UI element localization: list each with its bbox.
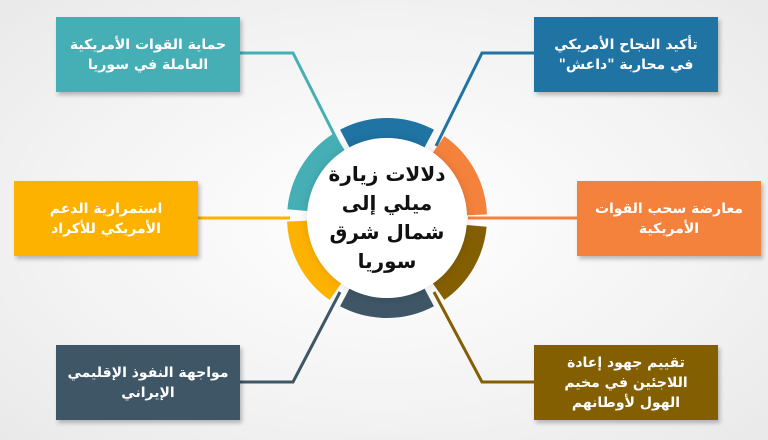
item-box-isis-success: تأكيد النجاح الأمريكي في محاربة "داعش": [534, 17, 718, 92]
ring-segment: [432, 224, 487, 300]
ring-segment: [340, 288, 434, 318]
center-title-text: دلالات زيارة ميلي إلى شمال شرق سوريا: [328, 162, 446, 273]
item-text: تقييم جهود إعادة اللاجئين في مخيم الهول …: [564, 354, 688, 411]
ring-segment: [340, 118, 434, 148]
ring-segment: [287, 133, 345, 212]
connector-line-teal: [240, 51, 342, 147]
item-box-refugee-return: تقييم جهود إعادة اللاجئين في مخيم الهول …: [534, 345, 718, 420]
connector-line-brown: [432, 291, 534, 384]
item-text: تأكيد النجاح الأمريكي في محاربة "داعش": [554, 36, 698, 73]
center-title: دلالات زيارة ميلي إلى شمال شرق سوريا: [307, 138, 467, 298]
item-text: مواجهة النفوذ الإقليمي الإيراني: [67, 364, 229, 401]
connector-line-slate: [240, 291, 342, 384]
item-text: استمرارية الدعم الأمريكي للأكراد: [49, 200, 163, 237]
item-text: معارضة سحب القوات الأمريكية: [594, 200, 744, 237]
item-box-iran-influence: مواجهة النفوذ الإقليمي الإيراني: [56, 345, 240, 420]
connector-line-blue: [434, 51, 534, 147]
ring-segment: [432, 136, 487, 216]
ring-segment: [287, 220, 342, 300]
item-box-kurd-support: استمرارية الدعم الأمريكي للأكراد: [14, 181, 198, 256]
item-box-protect-forces: حماية القوات الأمريكية العاملة في سوريا: [56, 17, 240, 92]
item-box-oppose-withdrawal: معارضة سحب القوات الأمريكية: [577, 181, 761, 256]
item-text: حماية القوات الأمريكية العاملة في سوريا: [69, 36, 227, 73]
